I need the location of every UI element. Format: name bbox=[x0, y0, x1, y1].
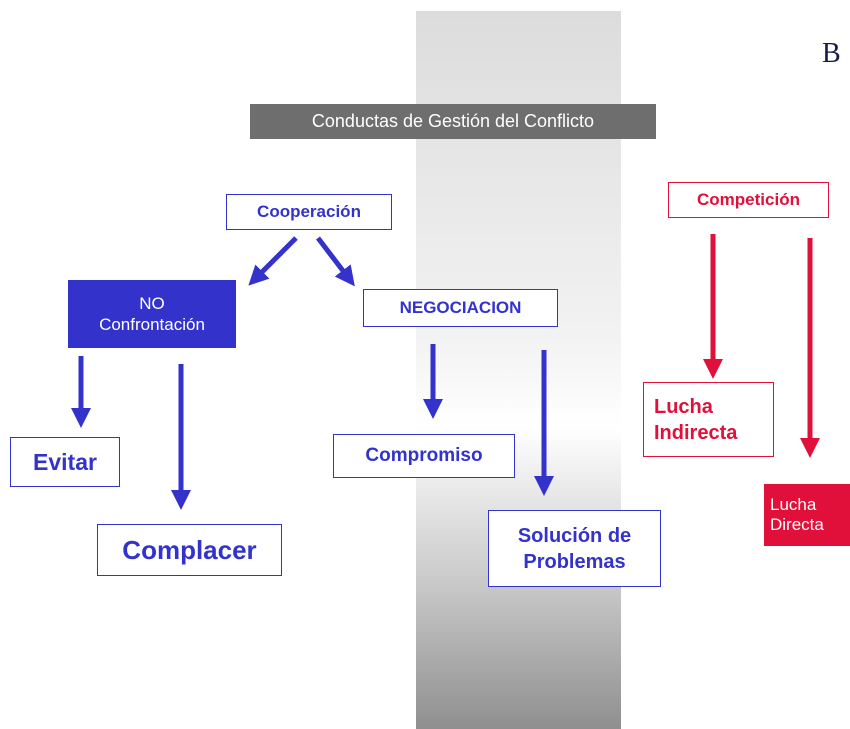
node-no-confrontacion-line1: NO bbox=[139, 293, 165, 313]
logo: B bbox=[822, 38, 841, 69]
node-no-confrontacion-line2: Confrontación bbox=[99, 315, 205, 334]
node-competicion: Competición bbox=[668, 182, 829, 218]
node-lucha-directa-line1: Lucha bbox=[770, 494, 817, 514]
node-lucha-directa: Lucha Directa bbox=[764, 484, 850, 546]
node-evitar: Evitar bbox=[10, 437, 120, 487]
node-cooperacion: Cooperación bbox=[226, 194, 392, 230]
diagram-title: Conductas de Gestión del Conflicto bbox=[250, 104, 656, 139]
node-solucion-line2: Problemas bbox=[523, 550, 626, 573]
arrow-cooperacion-to-negociacion bbox=[316, 236, 355, 287]
node-negociacion: NEGOCIACION bbox=[363, 289, 558, 327]
arrow-cooperacion-to-no-confrontacion bbox=[248, 236, 298, 286]
node-lucha-indirecta-line2: Indirecta bbox=[654, 421, 738, 444]
node-solucion-problemas: Solución de Problemas bbox=[488, 510, 661, 587]
node-compromiso: Compromiso bbox=[333, 434, 515, 478]
node-complacer: Complacer bbox=[97, 524, 282, 576]
node-lucha-directa-line2: Directa bbox=[770, 515, 824, 534]
node-no-confrontacion: NO Confrontación bbox=[68, 280, 236, 348]
node-lucha-indirecta: Lucha Indirecta bbox=[643, 382, 774, 457]
node-solucion-line1: Solución de bbox=[517, 524, 632, 547]
node-lucha-indirecta-line1: Lucha bbox=[654, 395, 713, 418]
